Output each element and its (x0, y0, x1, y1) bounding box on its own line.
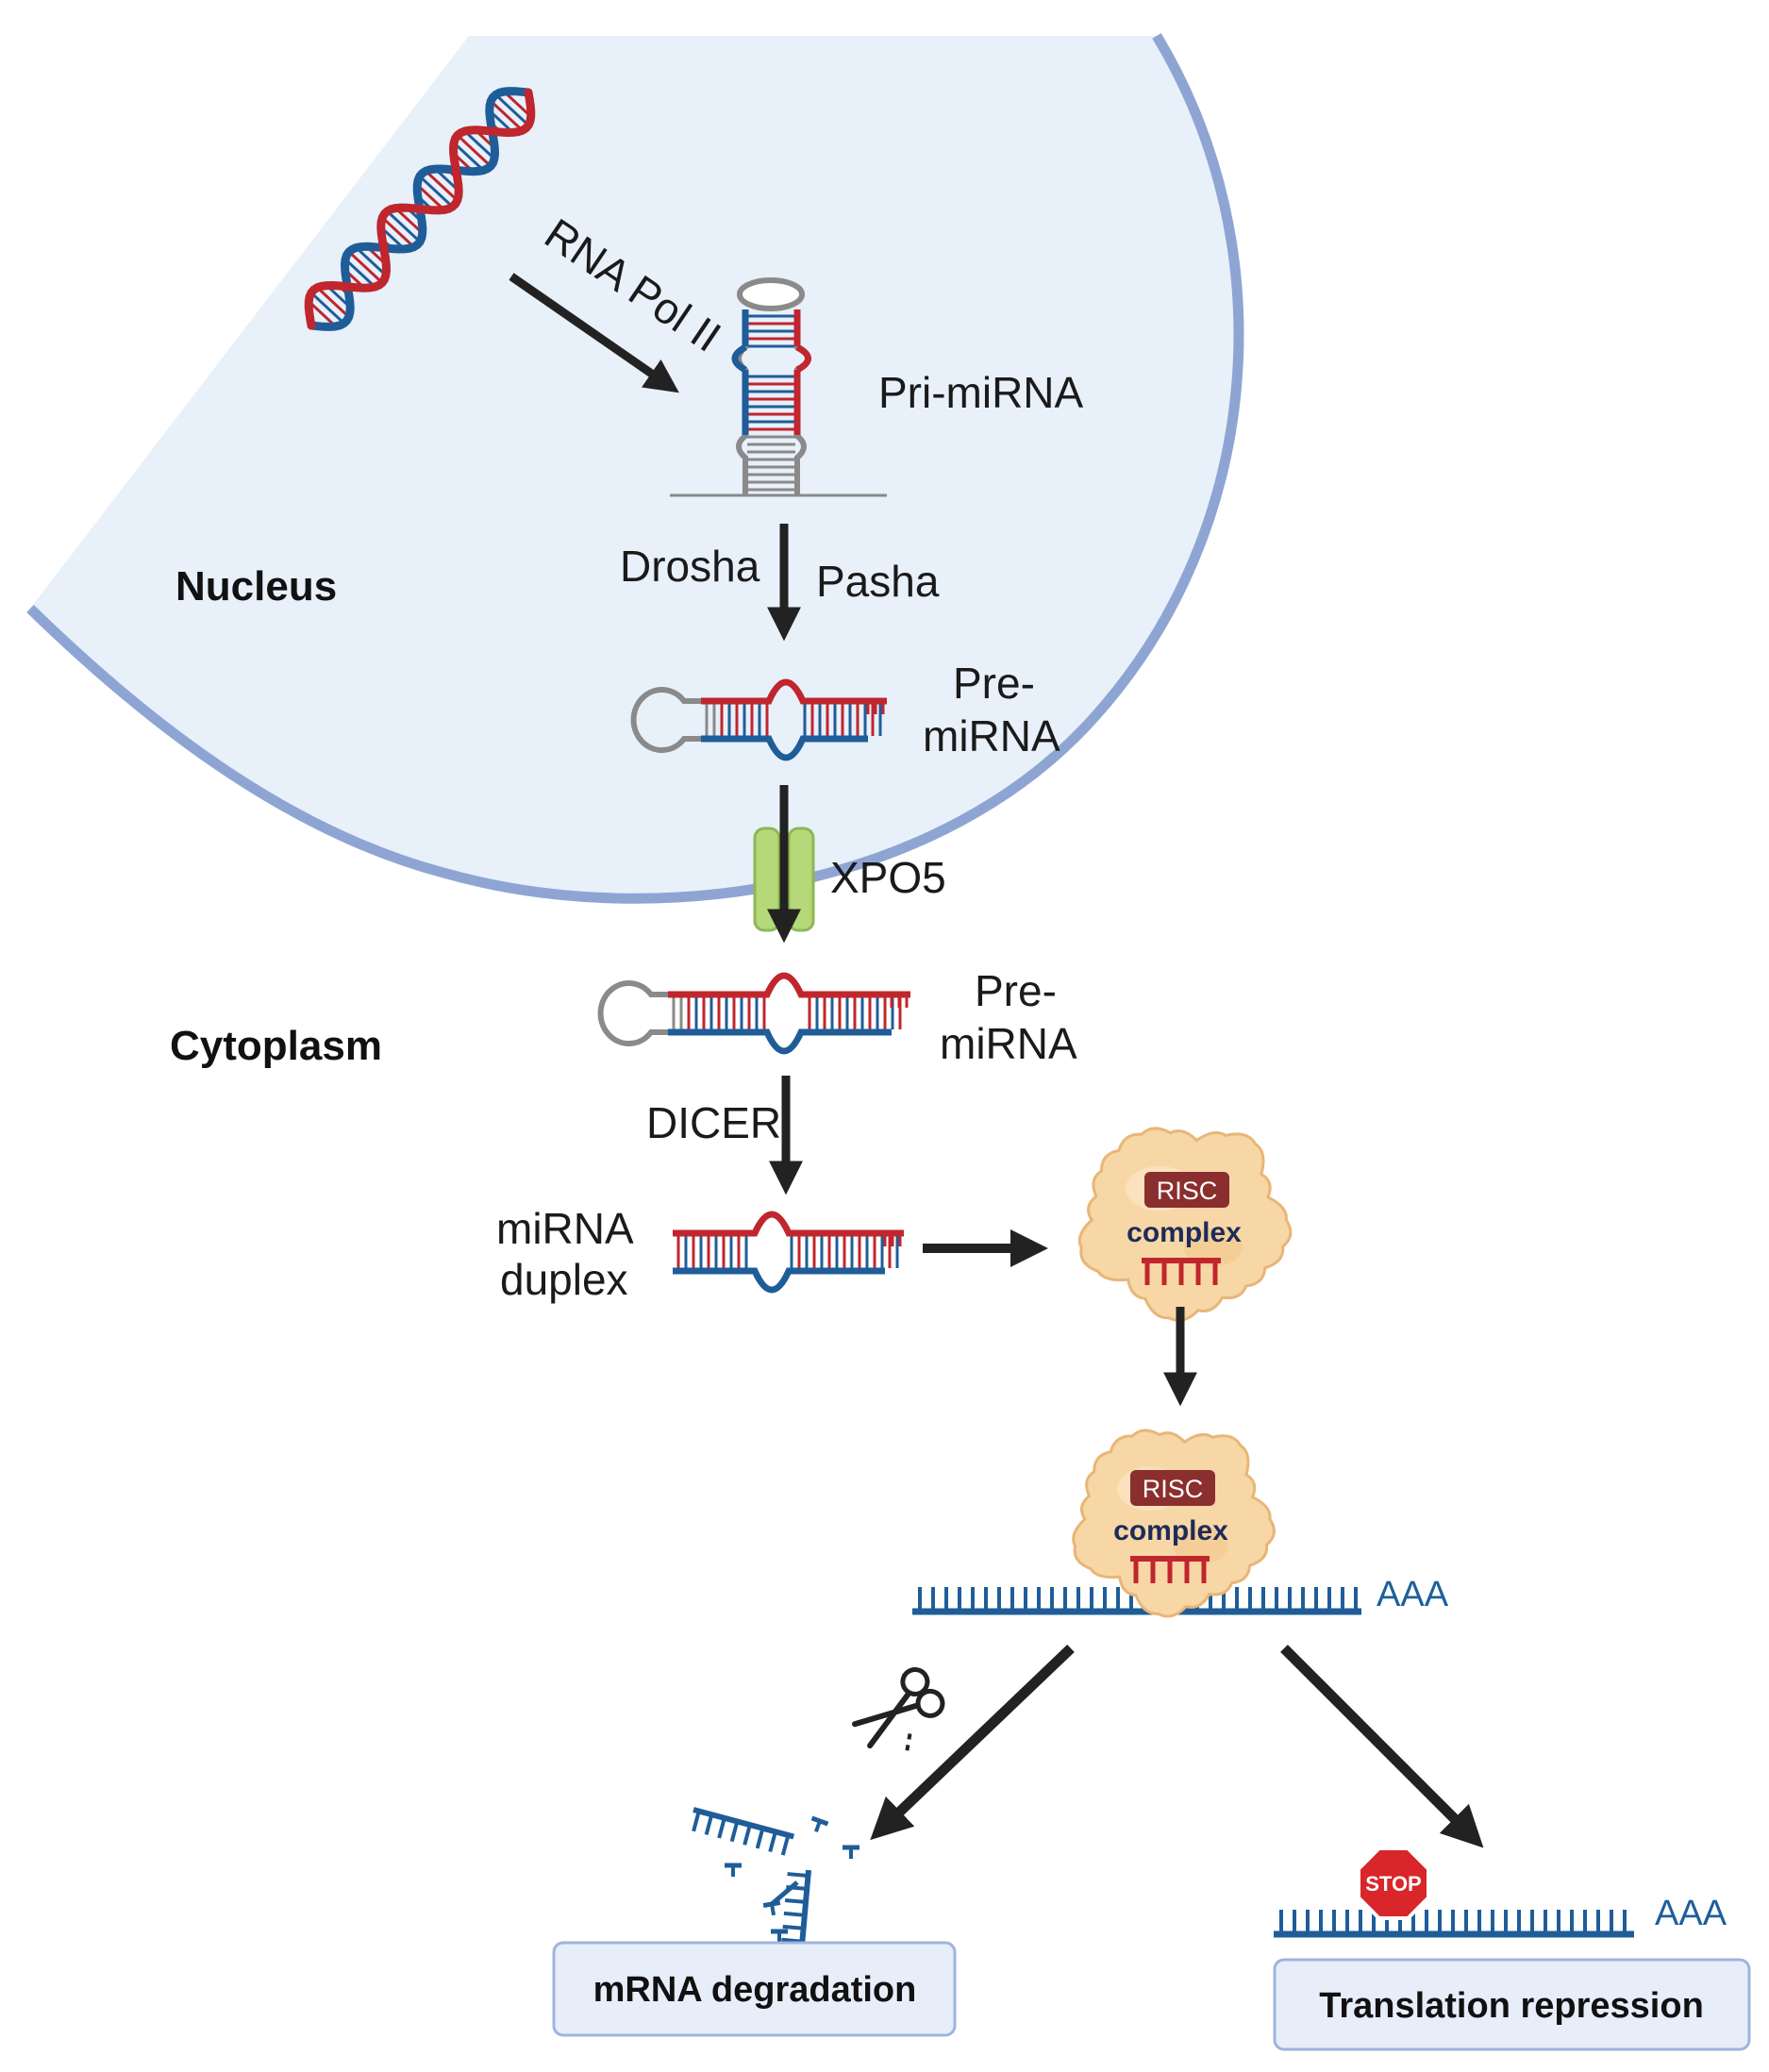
drosha-label: Drosha (620, 542, 760, 591)
risc-2-title: RISC (1143, 1475, 1204, 1503)
degradation-arrow (870, 1645, 1075, 1841)
mirna-duplex (673, 1211, 904, 1294)
poly-a-tail-2: AAA (1655, 1894, 1727, 1933)
pri-mirna-hairpin (670, 277, 887, 497)
pre-mirna-cytoplasmic-label-2: miRNA (940, 1019, 1077, 1068)
pre-mirna-cytoplasmic (597, 972, 910, 1055)
rna-pol-arrow (509, 273, 679, 393)
pre-mirna-nuclear-label-1: Pre- (953, 659, 1035, 708)
mrna-degradation-label: mRNA degradation (593, 1970, 917, 2010)
poly-a-tail-1: AAA (1377, 1575, 1449, 1614)
pre-mirna-cytoplasmic-label-1: Pre- (975, 966, 1057, 1015)
xpo5-channel (753, 827, 815, 932)
risc-complex-loaded: RISC complex (1077, 1127, 1293, 1322)
scissors-icon (852, 1666, 945, 1756)
xpo5-label: XPO5 (830, 853, 946, 902)
mrna-degradation-box: mRNA degradation (552, 1941, 957, 2037)
risc-1-subtitle: complex (1126, 1217, 1242, 1248)
risc-1-title: RISC (1157, 1177, 1218, 1205)
nucleus-border (26, 33, 1244, 904)
duplex-label-1: miRNA (496, 1204, 634, 1253)
duplex-label-2: duplex (500, 1255, 628, 1304)
pasha-label: Pasha (816, 557, 940, 606)
stop-sign-label: STOP (1365, 1872, 1422, 1896)
cytoplasm-label: Cytoplasm (170, 1023, 382, 1069)
translation-repression-box: Translation repression (1273, 1958, 1751, 2051)
dicer-label: DICER (646, 1098, 781, 1147)
repression-arrow (1280, 1645, 1484, 1848)
risc-complex-bound: RISC complex (1072, 1429, 1276, 1618)
pre-mirna-nuclear (630, 678, 887, 761)
pri-mirna-label: Pri-miRNA (878, 368, 1084, 417)
risc-2-subtitle: complex (1113, 1515, 1228, 1546)
nucleus-label: Nucleus (175, 563, 337, 610)
translation-repression-label: Translation repression (1319, 1986, 1704, 2026)
pre-mirna-nuclear-label-2: miRNA (923, 711, 1060, 760)
nucleus-membrane (30, 36, 1239, 899)
mrna-fragments (692, 1807, 859, 1946)
dna-helix-icon (304, 87, 536, 331)
stop-sign-icon: STOP (1357, 1846, 1430, 1920)
repressed-mrna (1274, 1910, 1634, 1938)
